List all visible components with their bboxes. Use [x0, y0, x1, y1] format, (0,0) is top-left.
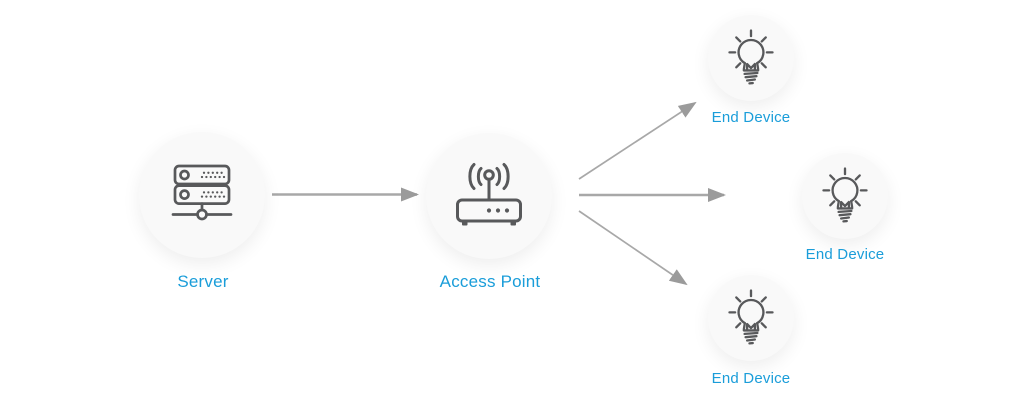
lightbulb-icon: [814, 165, 876, 227]
end-device-top-label: End Device: [711, 109, 791, 126]
end-device-top-node[interactable]: [708, 15, 794, 101]
arrow-access-point-to-end-device-bottom: [578, 210, 688, 286]
lightbulb-icon: [720, 287, 782, 349]
access-point-node[interactable]: [426, 133, 552, 259]
lightbulb-icon: [720, 27, 782, 89]
server-node[interactable]: [139, 132, 265, 258]
end-device-bottom-node[interactable]: [708, 275, 794, 361]
server-label: Server: [177, 272, 229, 291]
end-device-middle-node[interactable]: [802, 153, 888, 239]
end-device-middle-label: End Device: [805, 246, 885, 263]
wireless-router-icon: [451, 158, 527, 234]
arrow-access-point-to-end-device-top: [578, 101, 697, 180]
end-device-bottom-label: End Device: [711, 370, 791, 387]
server-icon: [164, 157, 240, 233]
access-point-label: Access Point: [439, 272, 541, 291]
